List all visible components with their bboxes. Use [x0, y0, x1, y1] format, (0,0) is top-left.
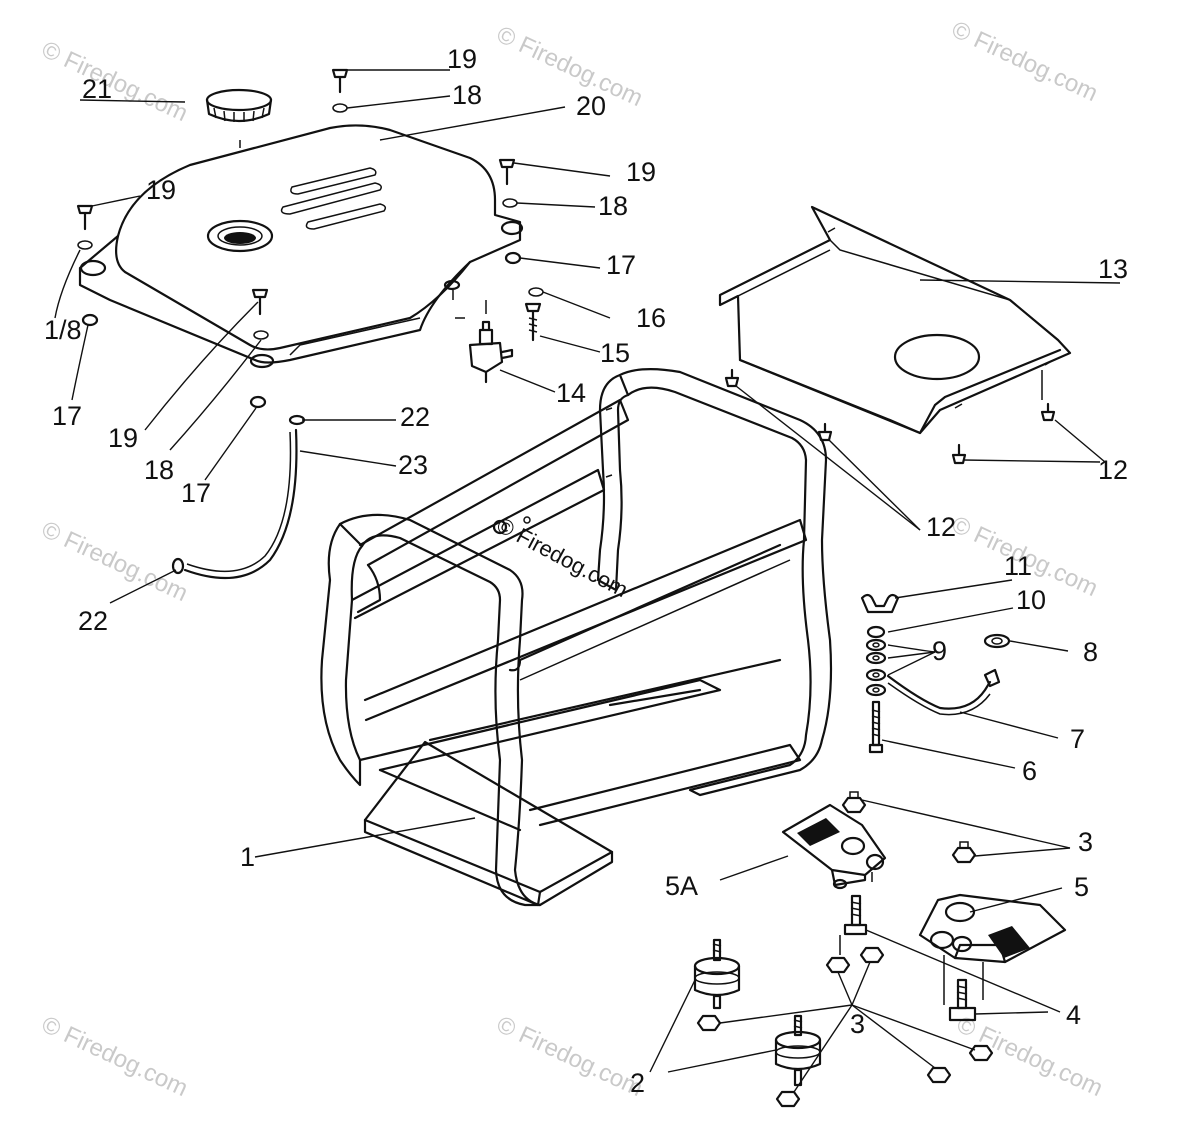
watermark: © Firedog.com — [37, 516, 191, 607]
callout-17: 17 — [181, 478, 211, 508]
frame-footplate — [363, 740, 614, 907]
callout-7: 7 — [1070, 724, 1085, 754]
callout-15: 15 — [600, 338, 630, 368]
callout-18: 18 — [452, 80, 482, 110]
callout-4: 4 — [1066, 1000, 1081, 1030]
callout-22: 22 — [78, 606, 108, 636]
watermark: © Firedog.com — [492, 1011, 646, 1102]
mount-bracket-5a — [781, 803, 887, 890]
callout-3: 3 — [850, 1009, 865, 1039]
watermark: © Firedog.com — [37, 1011, 191, 1102]
callout-17: 17 — [52, 401, 82, 431]
callout-17: 17 — [606, 250, 636, 280]
callout-14: 14 — [556, 378, 586, 408]
watermarks: © Firedog.com © Firedog.com © Firedog.co… — [37, 16, 1106, 1102]
base-plate — [718, 205, 1072, 435]
callout-12: 12 — [1098, 455, 1128, 485]
rubber-mount-lower — [774, 1014, 822, 1087]
callout-20: 20 — [576, 91, 606, 121]
callout-8: 8 — [1083, 637, 1098, 667]
center-watermark: © Firedog.com — [493, 512, 632, 602]
callout-19: 19 — [108, 423, 138, 453]
callout-6: 6 — [1022, 756, 1037, 786]
fuel-cap — [205, 88, 273, 123]
leader-lines — [54, 69, 1121, 1093]
ground-hardware — [860, 593, 900, 754]
callout-3: 3 — [1078, 827, 1093, 857]
mount-bolts — [839, 894, 977, 1022]
callout-19: 19 — [447, 44, 477, 74]
callout-11: 11 — [1004, 551, 1032, 581]
callout-5a: 5A — [665, 871, 698, 901]
watermark: © Firedog.com — [37, 36, 191, 127]
callout-2: 2 — [630, 1068, 645, 1098]
ground-wire — [886, 633, 1011, 716]
watermark: © Firedog.com — [492, 21, 646, 112]
mount-bracket-5 — [918, 893, 1067, 1005]
callout-16: 16 — [636, 303, 666, 333]
fuel-tank — [78, 124, 524, 369]
tank-fasteners — [76, 68, 522, 409]
callout-9: 9 — [932, 636, 947, 666]
fuel-line — [171, 414, 306, 580]
callout-1: 1 — [240, 842, 255, 872]
callout-18: 18 — [144, 455, 174, 485]
mount-nuts — [696, 791, 994, 1108]
callout-23: 23 — [398, 450, 428, 480]
frame — [320, 368, 833, 907]
callout-19: 19 — [626, 157, 656, 187]
callout-13: 13 — [1098, 254, 1128, 284]
callout-18: 1/8 — [44, 315, 82, 345]
rubber-mount-upper — [693, 938, 741, 1010]
callout-12: 12 — [926, 512, 956, 542]
callout-5: 5 — [1074, 872, 1089, 902]
callout-10: 10 — [1016, 585, 1046, 615]
callout-21: 21 — [82, 74, 112, 104]
fuel-valve — [455, 287, 544, 384]
callout-labels: 21 19 18 20 19 18 17 16 15 14 19 1/8 17 … — [44, 44, 1128, 1098]
callout-18: 18 — [598, 191, 628, 221]
callout-22: 22 — [400, 402, 430, 432]
callout-19: 19 — [146, 175, 176, 205]
watermark: © Firedog.com — [952, 1011, 1106, 1102]
watermark: © Firedog.com — [947, 16, 1101, 107]
